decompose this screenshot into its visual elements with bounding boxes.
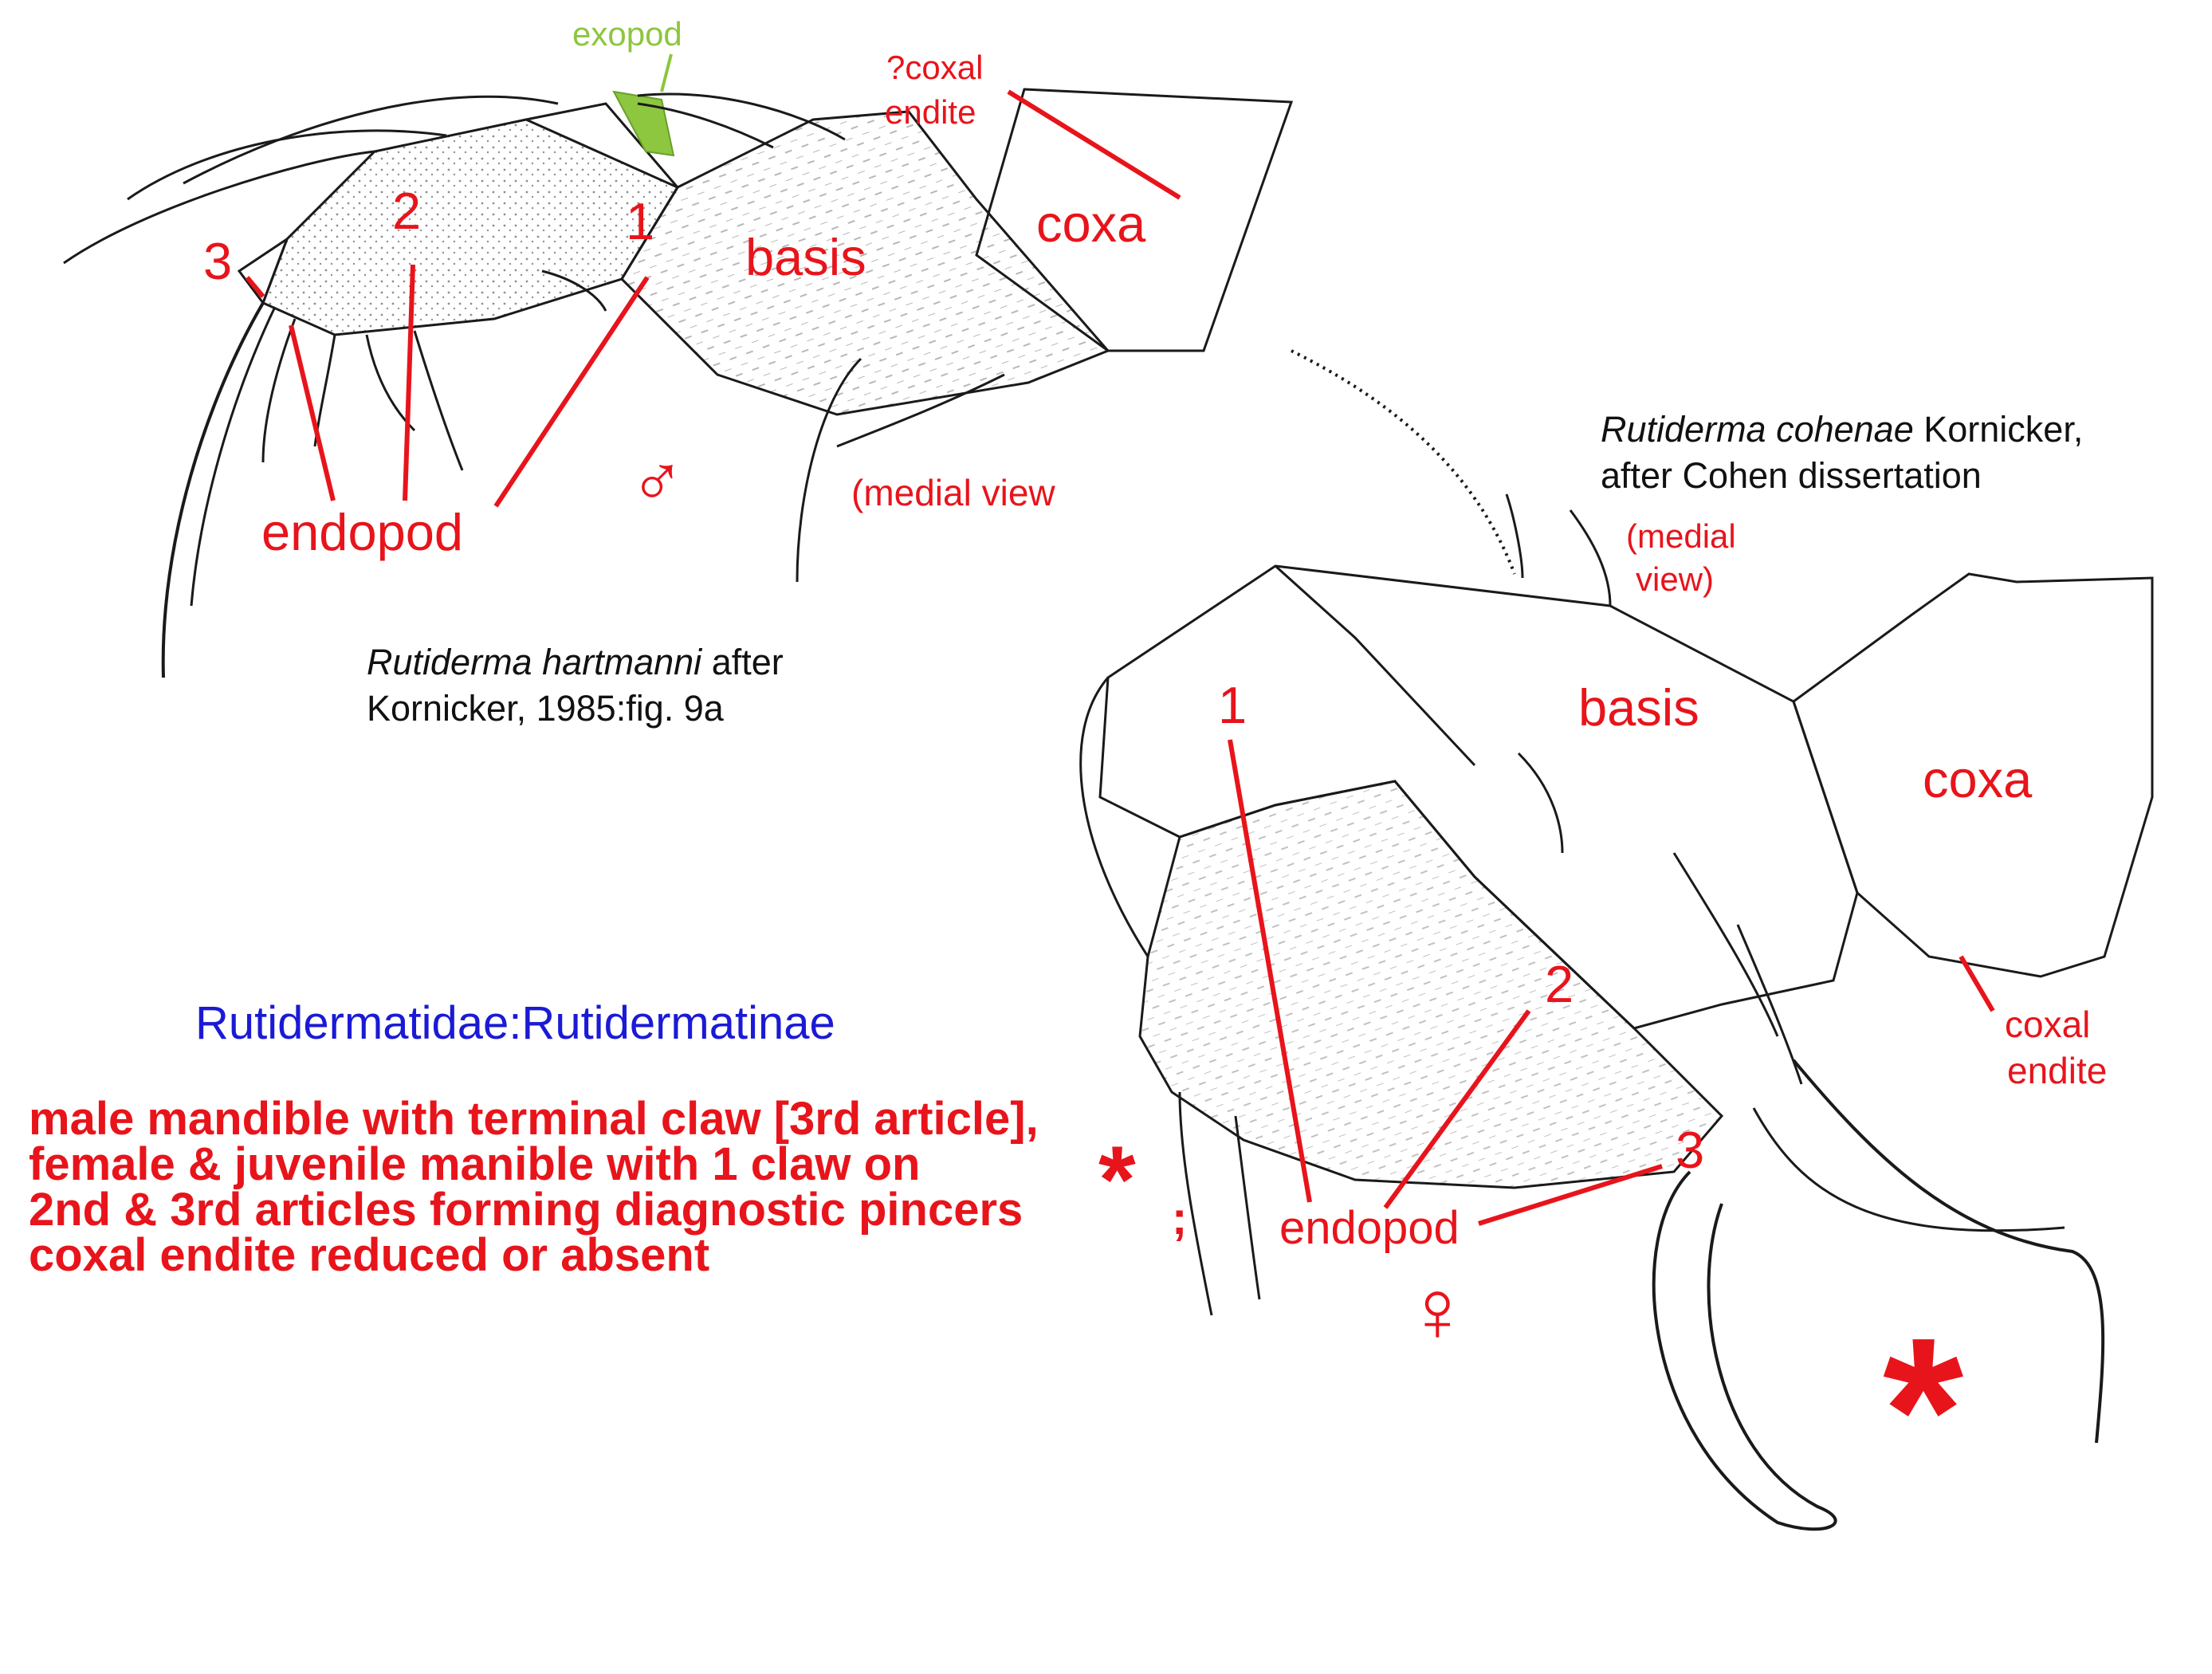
fig2-basis-label: basis [1578, 678, 1699, 737]
coxal-endite-query-label-line2: endite [885, 93, 976, 131]
figure1-caption: Rutiderma hartmanni after Kornicker, 198… [367, 639, 784, 731]
article-2-label: 2 [392, 182, 422, 240]
endopod-label: endopod [261, 503, 464, 561]
medial-view-label-line1: (medial [1626, 517, 1736, 555]
figure1-caption-after: after [701, 642, 784, 682]
diagnosis-line-2: female & juvenile manible with 1 claw on [29, 1138, 921, 1190]
figure1-caption-species: Rutiderma hartmanni [367, 642, 702, 682]
figure1-drawing [63, 88, 1294, 678]
diagnosis-asterisk: * [1098, 1126, 1136, 1233]
article-3-label: 3 [203, 232, 233, 290]
diagnosis-block: male mandible with terminal claw [3rd ar… [29, 1093, 1039, 1281]
fig2-endopod-label: endopod [1279, 1202, 1460, 1254]
fig2-coxa-label: coxa [1923, 750, 2033, 808]
figure2-caption-species: Rutiderma cohenae [1601, 409, 1914, 450]
pincer-asterisk-large: * [1883, 1295, 1964, 1527]
figure2-caption: Rutiderma cohenae Kornicker, after Cohen… [1601, 407, 2083, 498]
diagnosis-semicolon: ; [1172, 1193, 1188, 1244]
figure2-caption-author: Kornicker, [1913, 409, 2084, 450]
figure2-drawing [1079, 349, 2154, 1531]
female-symbol: ♀ [1405, 1262, 1471, 1360]
medial-view-label-line2: view) [1636, 560, 1715, 598]
figure1-caption-source: Kornicker, 1985:fig. 9a [367, 687, 724, 729]
fig2-article-2-label: 2 [1545, 955, 1574, 1013]
medial-view-label: (medial view [851, 472, 1055, 513]
fig2-coxal-endite-label-line1: coxal [2005, 1004, 2091, 1045]
coxa-label: coxa [1036, 195, 1146, 253]
basis-label: basis [745, 228, 866, 286]
figure2-caption-source: after Cohen dissertation [1601, 454, 1982, 496]
diagnosis-line-4: coxal endite reduced or absent [29, 1229, 710, 1281]
male-symbol: ♂ [630, 441, 685, 522]
article-1-label: 1 [626, 192, 655, 250]
fig2-article-3-label: 3 [1676, 1121, 1705, 1179]
taxon-title: Rutidermatidae:Rutidermatinae [195, 997, 835, 1049]
label-leader-lines [245, 53, 1995, 1226]
coxal-endite-query-label-line1: ?coxal [886, 49, 984, 86]
diagnosis-line-3: 2nd & 3rd articles forming diagnostic pi… [29, 1184, 1023, 1236]
exopod-label: exopod [572, 15, 682, 53]
diagnosis-line-1: male mandible with terminal claw [3rd ar… [29, 1093, 1039, 1145]
fig2-coxal-endite-label-line2: endite [2007, 1050, 2108, 1091]
fig2-article-1-label: 1 [1218, 676, 1247, 734]
